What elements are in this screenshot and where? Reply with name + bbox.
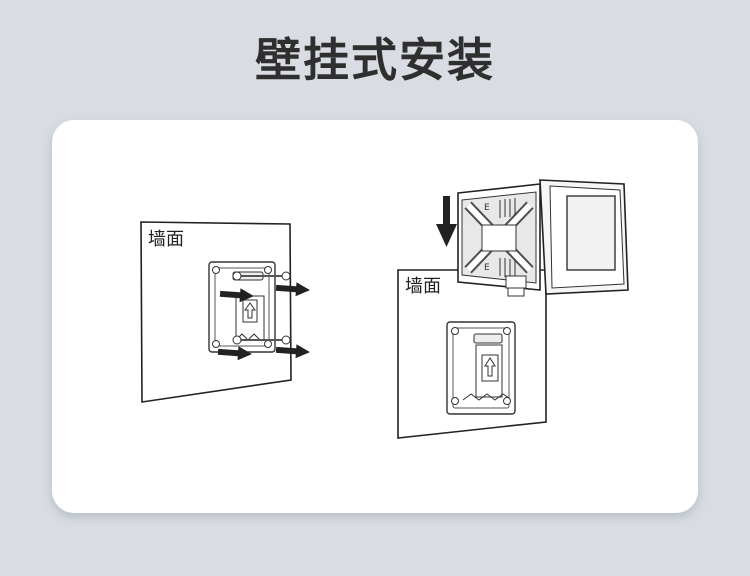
cable-gland	[505, 275, 527, 297]
left-screws	[232, 271, 291, 345]
right-wall-label: 墙面	[405, 276, 441, 297]
device-screen	[566, 195, 616, 271]
left-wall-panel: 墙面	[140, 221, 310, 403]
svg-text:E: E	[484, 203, 490, 213]
left-bracket-up-arrow-icon	[242, 299, 258, 323]
right-mounting-bracket	[446, 321, 516, 415]
down-arrow-icon	[436, 196, 457, 247]
left-wall-label: 墙面	[148, 229, 184, 250]
device: E E	[457, 179, 629, 297]
svg-text:E: E	[484, 263, 490, 273]
page-title: 壁挂式安装	[255, 33, 495, 87]
left-screw-arrows	[217, 282, 310, 361]
right-bracket-up-arrow-icon	[481, 354, 499, 382]
right-wall-panel: 墙面	[397, 179, 629, 439]
